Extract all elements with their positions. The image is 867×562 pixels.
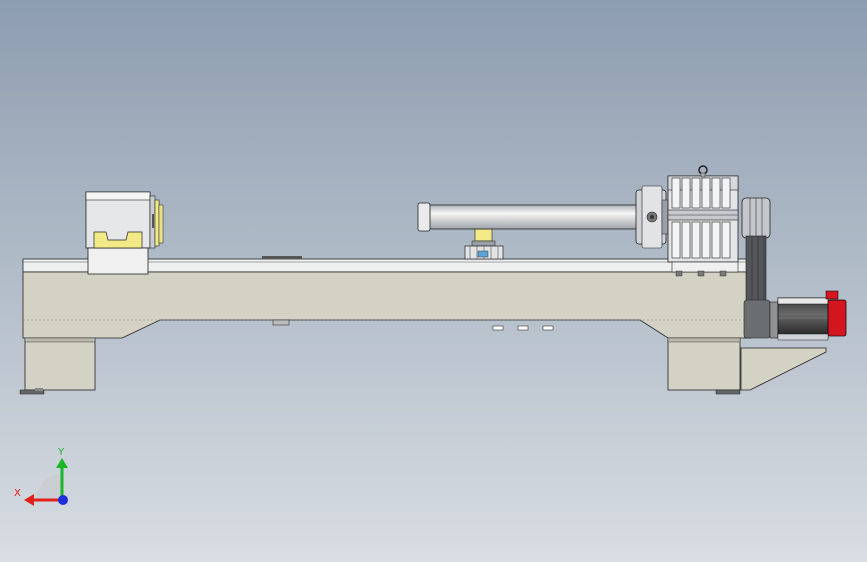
axis-label-y: Y	[57, 447, 65, 458]
coordinate-triad-icon: Y X	[14, 447, 68, 506]
tailstock[interactable]	[85, 191, 164, 275]
tailstock-v-block	[93, 231, 143, 249]
center-support[interactable]	[464, 228, 504, 260]
motor-end-cap	[827, 299, 847, 337]
work-tube[interactable]	[417, 202, 641, 232]
motor-bracket	[740, 347, 827, 391]
servo-motor[interactable]	[769, 290, 847, 341]
pulley-belt[interactable]	[741, 197, 771, 339]
left-leg	[24, 337, 96, 391]
headstock[interactable]	[635, 165, 739, 277]
right-leg	[667, 337, 741, 391]
axis-label-x: X	[14, 488, 21, 499]
